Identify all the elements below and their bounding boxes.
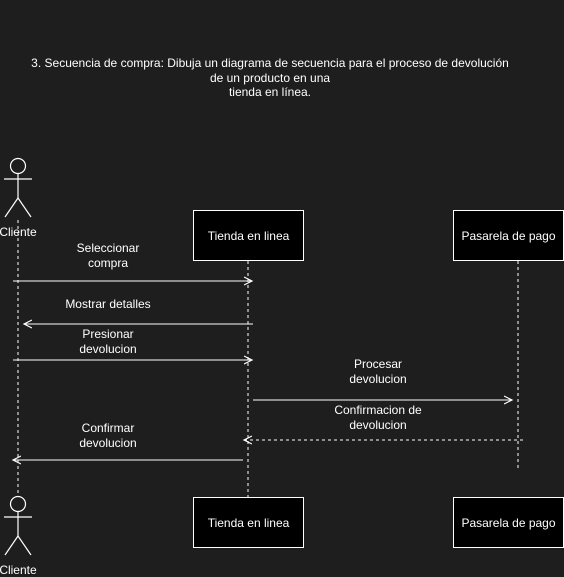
client-actor-top <box>4 157 32 218</box>
client-name-bottom: Cliente <box>0 563 37 577</box>
diagram-title: 3. Secuencia de compra: Dibuja un diagra… <box>20 56 520 100</box>
title-line-2: de un producto en una <box>209 70 331 85</box>
message-label-mostrar-detalles: Mostrar detalles <box>65 297 151 311</box>
store-box-bottom: Tienda en linea <box>193 497 304 548</box>
payment-box-top: Pasarela de pago <box>453 210 564 261</box>
client-name-top: Cliente <box>0 225 37 239</box>
message-label-seleccionar-compra: Seleccionar compra <box>76 241 140 270</box>
payment-box-bottom: Pasarela de pago <box>453 497 564 548</box>
title-line-3: tienda en línea. <box>228 85 312 99</box>
title-line-1: 3. Secuencia de compra: Dibuja un diagra… <box>31 56 509 70</box>
store-box-top: Tienda en linea <box>193 210 304 261</box>
client-actor-bottom <box>4 495 32 556</box>
message-label-confirmacion-devolucion: Confirmacion de devolucion <box>334 403 422 432</box>
message-label-presionar-devolucion: Presionar devolucion <box>79 327 137 356</box>
message-label-procesar-devolucion: Procesar devolucion <box>349 357 407 386</box>
message-label-confirmar-devolucion: Confirmar devolucion <box>79 421 137 450</box>
